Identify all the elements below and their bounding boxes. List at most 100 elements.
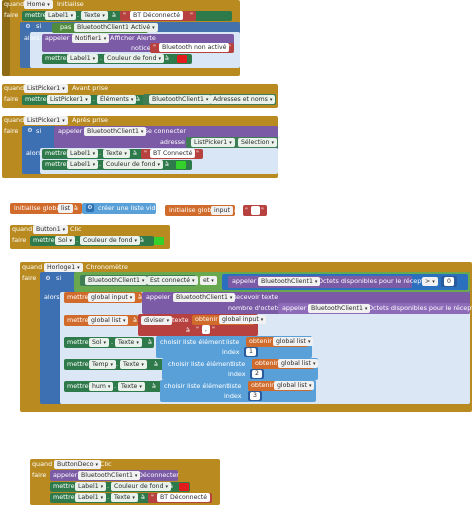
property-dropdown[interactable]: Couleur de fond▾: [103, 160, 164, 169]
event-block-spine: [2, 0, 10, 76]
select-item-label: choisir liste élément: [168, 360, 233, 368]
component-dropdown[interactable]: Sol▾: [89, 338, 109, 347]
component-dropdown[interactable]: Label1▾: [75, 482, 107, 491]
component-dropdown[interactable]: BluetoothClient1▾: [258, 277, 321, 286]
init-global-input-block[interactable]: [165, 205, 235, 216]
text-value-field[interactable]: ,: [202, 325, 210, 334]
set-label: mettre: [67, 338, 89, 346]
gear-icon[interactable]: ⚙: [24, 23, 32, 31]
logic-op-dropdown[interactable]: et▾: [200, 276, 217, 285]
variable-dropdown[interactable]: global input▾: [219, 315, 267, 324]
gear-icon[interactable]: ⚙: [44, 275, 52, 283]
event-name: Initialise: [57, 0, 84, 8]
set-label: mettre: [67, 316, 89, 324]
component-dropdown[interactable]: Label1▾: [67, 54, 99, 63]
call-bytes-available-block[interactable]: [278, 303, 470, 314]
then-label: alors: [26, 149, 42, 157]
component-dropdown[interactable]: BluetoothClient1▾: [308, 304, 371, 313]
property-dropdown[interactable]: Adresses et noms▾: [210, 95, 276, 104]
component-dropdown[interactable]: BluetoothClient1▾: [85, 276, 148, 285]
component-dropdown[interactable]: BluetoothClient1▾: [173, 293, 236, 302]
init-global-list-block[interactable]: [10, 203, 82, 214]
color-swatch-red[interactable]: [177, 55, 187, 63]
number-value-field[interactable]: 2: [252, 370, 262, 378]
to-label: à: [148, 338, 152, 346]
variable-name-field[interactable]: input: [211, 206, 233, 215]
property-dropdown[interactable]: Texte▾: [111, 493, 138, 502]
do-label: faire: [32, 471, 47, 479]
param-label: notice: [131, 44, 151, 52]
set-label: mettre: [25, 11, 47, 19]
property-dropdown[interactable]: Texte▾: [81, 11, 108, 20]
to-label: à: [169, 482, 173, 490]
component-dropdown[interactable]: Horloge1▾: [44, 263, 83, 272]
number-value-field[interactable]: 1: [246, 348, 256, 356]
variable-dropdown[interactable]: global list▾: [273, 337, 314, 346]
component-dropdown[interactable]: ListPicker1▾: [24, 116, 68, 125]
variable-name-field[interactable]: list: [58, 204, 74, 213]
component-dropdown[interactable]: ListPicker1▾: [191, 138, 235, 147]
component-dropdown[interactable]: Notifier1▾: [72, 34, 110, 43]
when-label: quand: [22, 263, 43, 271]
color-swatch-green[interactable]: [154, 237, 164, 245]
split-dropdown[interactable]: diviser▾: [141, 316, 173, 325]
variable-dropdown[interactable]: global list▾: [278, 359, 319, 368]
component-dropdown[interactable]: Home▾: [24, 0, 53, 9]
then-label: alors: [44, 293, 60, 301]
to-label: à: [112, 11, 116, 19]
create-empty-list-block[interactable]: [82, 203, 156, 214]
compare-op-dropdown[interactable]: >▾: [422, 277, 438, 286]
number-value-field[interactable]: 0: [444, 277, 454, 286]
text-value-field[interactable]: BT Déconnecté: [157, 493, 211, 502]
color-swatch-green[interactable]: [176, 161, 186, 169]
component-dropdown[interactable]: ListPicker1▾: [47, 95, 91, 104]
component-dropdown[interactable]: BluetoothClient1▾: [78, 471, 141, 480]
component-dropdown[interactable]: Sol▾: [55, 236, 75, 245]
color-swatch-red[interactable]: [179, 483, 189, 491]
text-value-field[interactable]: BT Déconnecté: [130, 11, 184, 20]
number-value-field[interactable]: 3: [250, 392, 260, 400]
text-value-field[interactable]: Bluetooth non activé: [159, 43, 230, 52]
component-dropdown[interactable]: Label1▾: [75, 493, 107, 502]
property-dropdown[interactable]: Couleur de fond▾: [104, 54, 165, 63]
component-dropdown[interactable]: ButtonDeco▾: [54, 460, 102, 469]
component-dropdown[interactable]: ListPicker1▾: [24, 84, 68, 93]
text-value-field[interactable]: [251, 206, 260, 215]
event-name: Chronomètre: [86, 263, 128, 271]
property-dropdown[interactable]: Texte▾: [120, 360, 147, 369]
component-dropdown[interactable]: hum▾: [89, 382, 114, 391]
method-name: Déconnecter: [138, 471, 179, 479]
property-dropdown[interactable]: Éléments▾: [97, 95, 137, 104]
not-label: pas: [60, 23, 72, 31]
component-dropdown[interactable]: Label1▾: [45, 11, 77, 20]
variable-dropdown[interactable]: global list▾: [88, 316, 129, 325]
param-label: index: [222, 348, 240, 356]
property-dropdown[interactable]: Texte▾: [115, 338, 142, 347]
component-dropdown[interactable]: Temp▾: [89, 360, 117, 369]
init-global-label: initialise global: [169, 206, 218, 214]
variable-dropdown[interactable]: global input▾: [88, 293, 136, 302]
to-label: à: [141, 493, 145, 501]
gear-icon[interactable]: ⚙: [26, 127, 34, 135]
property-dropdown[interactable]: Sélection▾: [238, 138, 278, 147]
set-sol-text-block[interactable]: [64, 337, 154, 348]
component-dropdown[interactable]: Button1▾: [33, 225, 69, 234]
property-dropdown[interactable]: Est connecté▾: [147, 276, 198, 285]
property-dropdown[interactable]: Texte▾: [118, 382, 145, 391]
property-dropdown[interactable]: Texte▾: [103, 149, 130, 158]
component-dropdown[interactable]: BluetoothClient1▾: [149, 95, 212, 104]
component-dropdown[interactable]: Label1▾: [67, 160, 99, 169]
param-label: index: [228, 370, 246, 378]
component-dropdown[interactable]: Label1▾: [67, 149, 99, 158]
component-dropdown[interactable]: BluetoothClient1▾: [84, 127, 147, 136]
to-label: à: [138, 293, 142, 301]
variable-dropdown[interactable]: global list▾: [274, 381, 315, 390]
property-dropdown[interactable]: Activé▾: [128, 23, 158, 32]
if-label: si: [36, 127, 42, 135]
then-label: alors: [24, 34, 40, 42]
text-value-field[interactable]: BT Connecté: [150, 149, 196, 158]
gear-icon[interactable]: ⚙: [86, 204, 94, 212]
property-dropdown[interactable]: Couleur de fond▾: [80, 236, 141, 245]
property-dropdown[interactable]: Couleur de fond▾: [111, 482, 172, 491]
set-label: mettre: [53, 493, 75, 501]
